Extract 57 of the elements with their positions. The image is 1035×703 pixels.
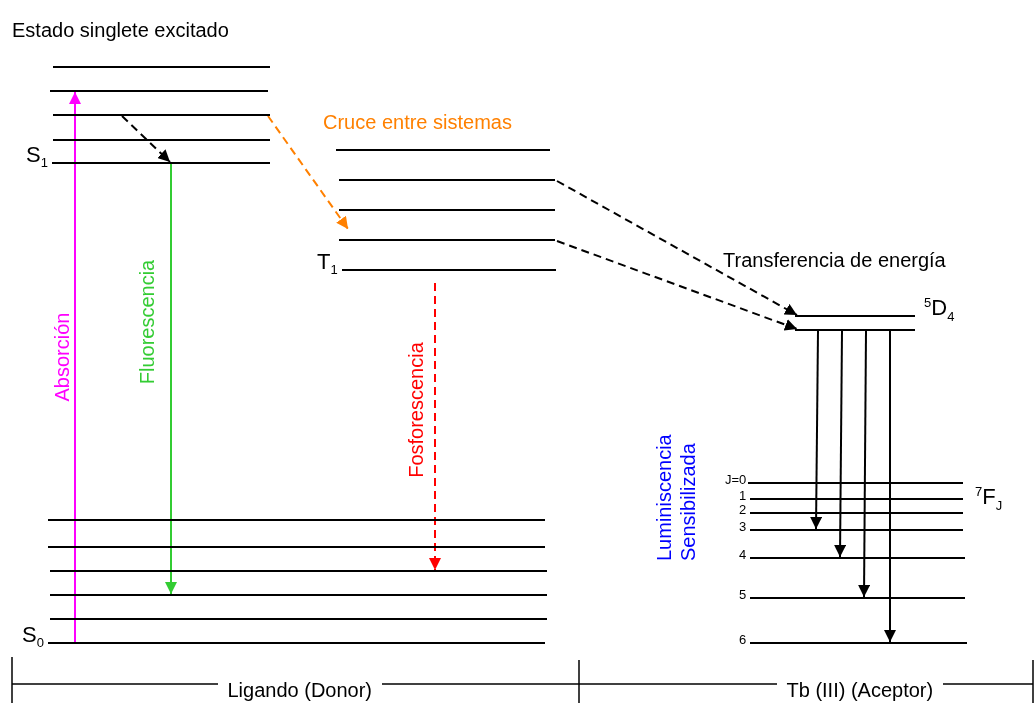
energy-level-line [748,482,963,484]
energy-level-line [336,149,550,151]
energy-level-line [795,329,915,331]
edge-label: Fosforescencia [405,342,426,478]
energy-level-line [342,269,556,271]
energy-level-line [50,90,268,92]
energy-level-line [750,557,965,559]
energy-level-line [53,139,270,141]
arrow [69,91,81,643]
edge-label: Fluorescencia [136,259,157,385]
energy-level-line [750,597,965,599]
level-label: T$_{1}$ [317,251,338,277]
energy-level-line [53,66,270,68]
energy-level-line [750,512,963,514]
level-label: 3 [739,520,747,534]
energy-level-line [339,179,555,181]
level-label: S$_{0}$ [22,624,44,650]
process-label: Luminiscencia Sensibilizada [652,433,700,561]
energy-level-line [750,642,967,644]
level-label: 5 [739,588,747,602]
level-label: $^{5}$D$_{4}$ [924,295,955,323]
energy-level-line [52,162,270,164]
arrow [429,282,441,571]
energy-level-line [48,546,545,548]
arrow [556,240,798,331]
energy-level-line [339,239,555,241]
energy-level-line [339,209,555,211]
level-label: 6 [739,633,747,647]
arrow [810,330,823,530]
level-label: 2 [739,503,747,517]
edge-label: Absorción [51,312,72,402]
arrow [884,330,896,643]
heading-label: Estado singlete excitado [12,20,229,40]
level-label: S$_{1}$ [26,144,48,170]
energy-level-line [750,498,963,500]
level-label: 4 [739,548,747,562]
level-label: J=0 [725,473,747,487]
level-label: $^{7}$F$_{J}$ [975,484,1003,512]
energy-level-line [50,618,547,620]
edge-label: Cruce entre sistemas [323,112,512,132]
arrow [165,163,177,595]
axis-label: Ligando (Donor) [217,680,383,700]
energy-level-line [48,519,545,521]
arrow [834,330,847,558]
energy-level-line [53,114,270,116]
process-label: Transferencia de energía [723,250,946,270]
energy-level-line [795,315,915,317]
level-label: 1 [739,489,747,503]
arrow [267,115,349,230]
energy-level-line [48,642,545,644]
arrow [121,115,171,163]
axis-label: Tb (III) (Aceptor) [776,680,944,700]
energy-level-line [50,570,547,572]
energy-level-line [50,594,547,596]
arrow [556,180,798,316]
energy-level-line [750,529,963,531]
arrow [858,330,871,598]
